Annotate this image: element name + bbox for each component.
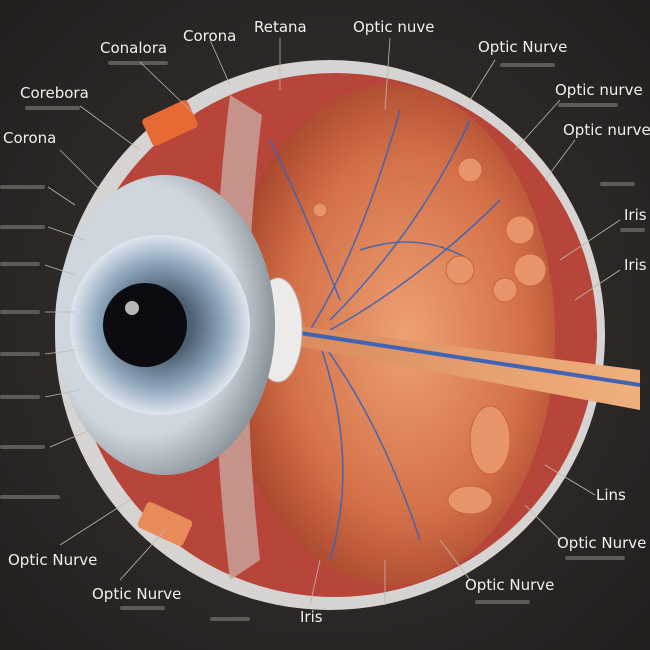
label-optic-nurve-top-right: Optic Nurve (478, 38, 567, 56)
retina-chamber (225, 85, 555, 585)
label-iris-bottom: Iris (300, 608, 323, 626)
pupil (103, 283, 187, 367)
label-optic-nurve-bottom-right: Optic Nurve (557, 534, 646, 552)
label-corebora: Corebora (20, 84, 89, 102)
leader-lines (44, 37, 621, 606)
muscle-bottom (137, 502, 193, 546)
label-retana: Retana (254, 18, 307, 36)
label-optic-nurve-bottom-center: Optic Nurve (465, 576, 554, 594)
optic-vessel (299, 331, 641, 387)
muscle-top (142, 100, 198, 146)
label-iris-right-2: Iris (624, 256, 647, 274)
label-lins: Lins (596, 486, 626, 504)
pupil-highlight (125, 301, 139, 315)
label-optic-nurve-bottom: Optic Nurve (92, 585, 181, 603)
label-optic-nuve: Optic nuve (353, 18, 435, 36)
labels: Conalora Corona Retana Optic nuve Optic … (3, 18, 650, 626)
label-corona-top: Corona (183, 27, 236, 45)
label-optic-nurve-right-2: Optic nurve (563, 121, 650, 139)
illegible-captions (0, 61, 645, 621)
eyeball (55, 60, 641, 610)
label-iris-right-1: Iris (624, 206, 647, 224)
label-corona-left: Corona (3, 129, 56, 147)
label-optic-nurve-bottom-left: Optic Nurve (8, 551, 97, 569)
blood-vessels (269, 109, 501, 561)
tissue-blobs (312, 157, 547, 515)
label-conalora: Conalora (100, 39, 167, 57)
label-optic-nurve-right-1: Optic nurve (555, 81, 643, 99)
